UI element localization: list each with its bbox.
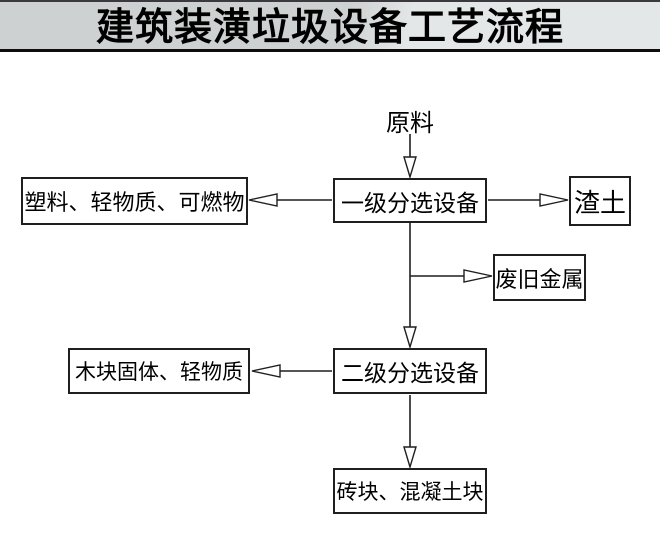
arrowhead-branch-to-scrap-metal — [463, 269, 493, 283]
node-scrap-metal: 废旧金属 — [493, 254, 586, 301]
process-flow-diagram: 原料 一级分选设备 塑料、轻物质、可燃物 渣土 废旧金属 二级分选设备 木块固体… — [0, 55, 660, 544]
arrowhead-level1-to-slag — [539, 193, 569, 207]
node-brick-concrete-blocks-label: 砖块、混凝土块 — [336, 481, 484, 504]
arrowhead-raw-to-level1 — [403, 156, 417, 180]
node-scrap-metal-label: 废旧金属 — [495, 266, 584, 292]
node-level1-sorting: 一级分选设备 — [333, 178, 487, 223]
node-plastics-light-combustibles: 塑料、轻物质、可燃物 — [21, 177, 248, 225]
header-band: 建筑装潢垃圾设备工艺流程 — [0, 0, 660, 52]
page-title: 建筑装潢垃圾设备工艺流程 — [95, 7, 564, 49]
node-slag-soil-label: 渣土 — [573, 187, 626, 218]
node-brick-concrete-blocks: 砖块、混凝土块 — [333, 468, 487, 514]
node-level2-sorting-label: 二级分选设备 — [341, 360, 479, 386]
arrowhead-level1-to-plastics — [248, 193, 278, 207]
flow-connectors — [248, 134, 569, 470]
arrowhead-trunk-to-level2 — [403, 326, 417, 350]
node-wood-solids-light: 木块固体、轻物质 — [68, 348, 250, 394]
node-slag-soil: 渣土 — [569, 176, 631, 226]
node-wood-solids-light-label: 木块固体、轻物质 — [75, 361, 243, 384]
arrowhead-level2-to-bricks — [403, 446, 417, 470]
node-plastics-light-combustibles-label: 塑料、轻物质、可燃物 — [24, 190, 245, 215]
arrowhead-level2-to-wood — [251, 364, 281, 378]
node-level2-sorting: 二级分选设备 — [333, 348, 487, 394]
node-level1-sorting-label: 一级分选设备 — [341, 189, 479, 216]
source-label-raw-material: 原料 — [386, 110, 434, 137]
